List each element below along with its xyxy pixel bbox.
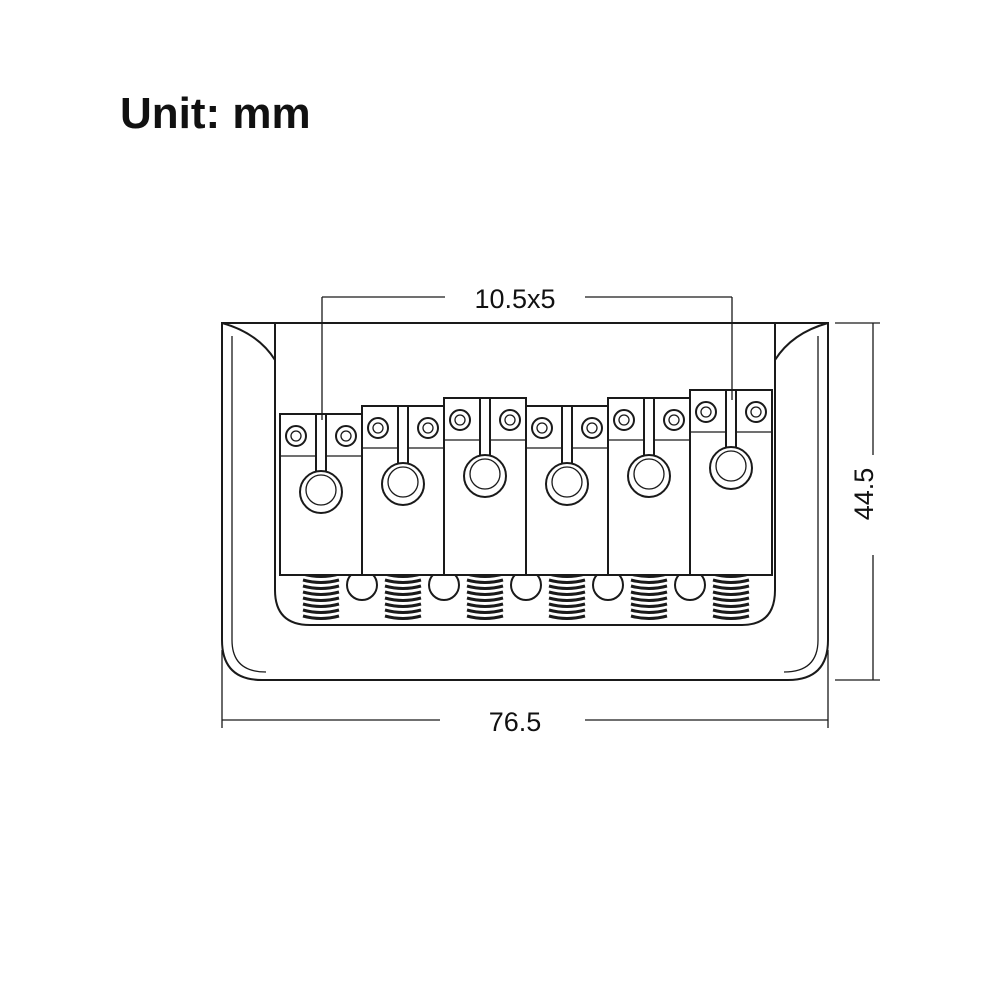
saddle xyxy=(361,405,445,576)
saddle xyxy=(607,397,691,576)
width-dimension: 76.5 xyxy=(221,650,829,737)
saddles xyxy=(279,389,773,576)
height-dimension: 44.5 xyxy=(835,322,880,681)
unit-title: Unit: mm xyxy=(120,89,311,138)
saddle-spacing-label: 10.5x5 xyxy=(474,284,555,314)
saddle xyxy=(443,397,527,576)
base-plate xyxy=(221,322,829,681)
height-label: 44.5 xyxy=(849,468,879,521)
saddle xyxy=(689,389,773,576)
saddle xyxy=(525,405,609,576)
width-label: 76.5 xyxy=(489,707,542,737)
saddle xyxy=(279,413,363,576)
saddle-spacing-dimension: 10.5x5 xyxy=(321,284,733,420)
